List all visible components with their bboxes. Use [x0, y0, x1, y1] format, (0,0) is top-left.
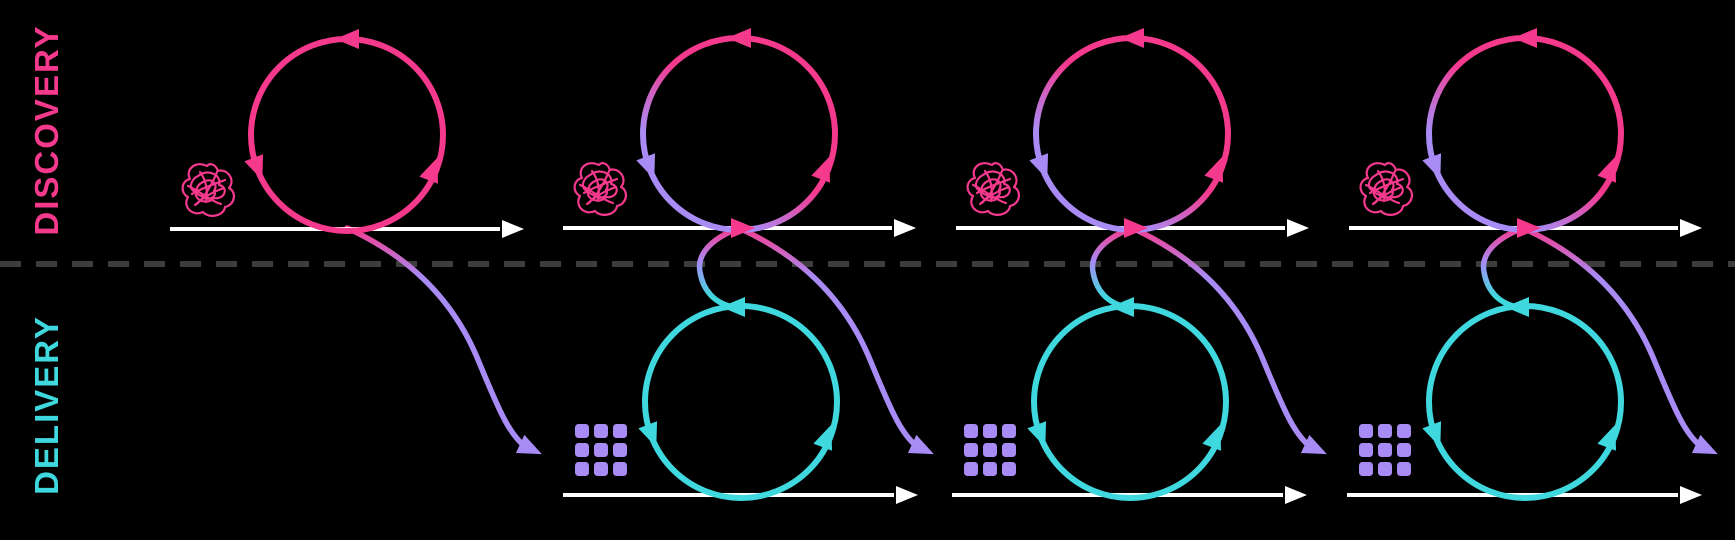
scribble-tangle-icon	[181, 163, 236, 217]
discovery-lane-label: DISCOVERY	[28, 24, 65, 236]
discovery-loop-2	[563, 28, 916, 238]
discovery-loop-3	[956, 28, 1309, 238]
discovery-loop-4	[1349, 28, 1702, 238]
delivery-loop-3	[1347, 297, 1702, 504]
delivery-loop-2	[952, 297, 1307, 504]
feedback-curve-1	[700, 228, 739, 307]
feedback-curve-3	[1484, 228, 1523, 307]
delivery-loop-1	[563, 297, 918, 504]
delivery-lane-label: DELIVERY	[28, 315, 65, 495]
feedback-curve-2	[1093, 228, 1132, 307]
discovery-loop-1	[170, 29, 524, 238]
